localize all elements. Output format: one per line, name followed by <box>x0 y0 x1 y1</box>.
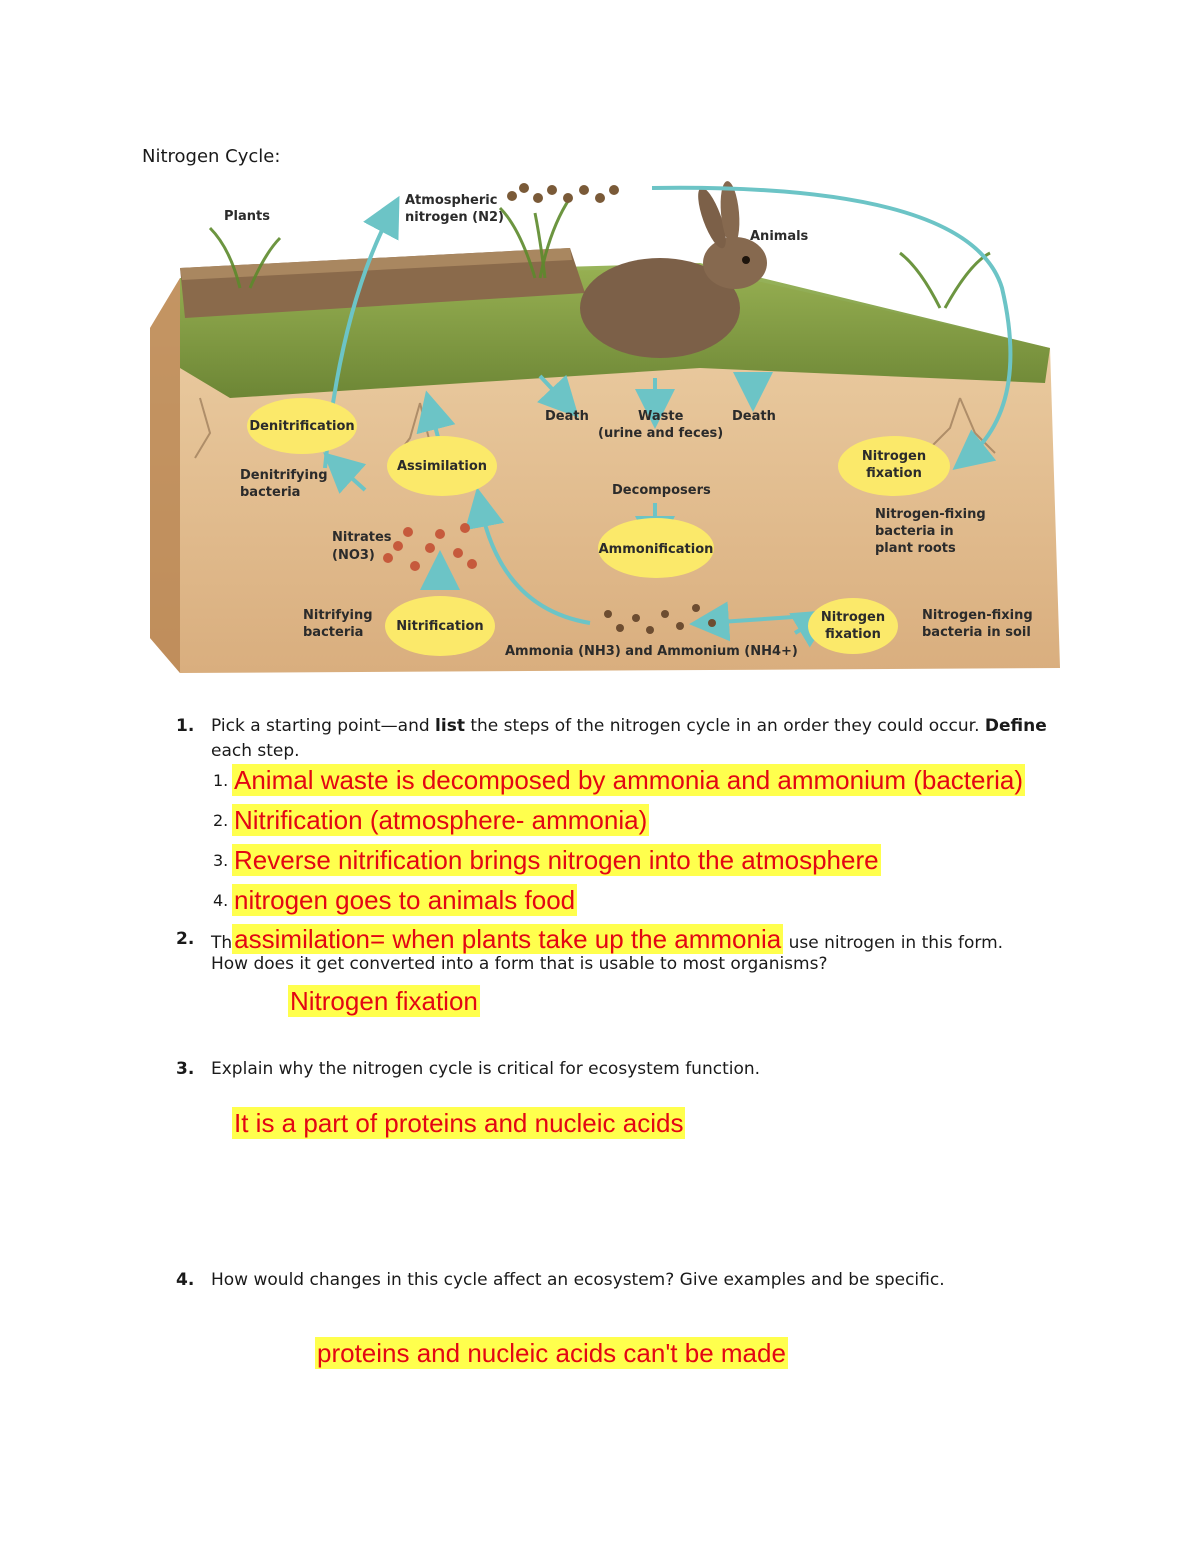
question-2-line2: How does it get converted into a form th… <box>211 954 828 974</box>
oval-label-assimilation: Assimilation <box>397 459 487 474</box>
answer-1-1-number: 1. <box>213 771 229 790</box>
label-nfb-soil-2: bacteria in soil <box>922 625 1031 640</box>
answer-2: Nitrogen fixation <box>288 985 480 1017</box>
answer-1-4: nitrogen goes to animals food <box>232 884 578 916</box>
question-1-number: 1. <box>176 716 195 736</box>
label-ammonia: Ammonia (NH3) and Ammonium (NH4+) <box>505 644 798 659</box>
label-waste-2: (urine and feces) <box>598 426 723 441</box>
answer-2-inline: assimilation= when plants take up the am… <box>232 924 784 954</box>
question-2-number: 2. <box>176 929 195 949</box>
nitrate-molecules <box>383 523 477 571</box>
answer-1-2-number: 2. <box>213 811 229 830</box>
answer-1-3-number: 3. <box>213 851 229 870</box>
label-waste-1: Waste <box>638 409 684 424</box>
question-4-text: How would changes in this cycle affect a… <box>211 1270 945 1290</box>
ammonia-particles <box>604 604 716 634</box>
answer-3: It is a part of proteins and nucleic aci… <box>232 1107 686 1139</box>
oval-label-nitrification: Nitrification <box>396 619 483 634</box>
label-atmospheric-2: nitrogen (N2) <box>405 210 504 225</box>
rabbit-illustration <box>580 181 767 358</box>
label-death-right: Death <box>732 409 776 424</box>
oval-label-fixation-bottom-2: fixation <box>825 627 881 642</box>
oval-label-fixation-top-2: fixation <box>866 466 922 481</box>
answer-1-4-number: 4. <box>213 891 229 910</box>
question-3-number: 3. <box>176 1059 195 1079</box>
label-nfb-soil-1: Nitrogen-fixing <box>922 608 1033 623</box>
label-nitrifying-2: bacteria <box>303 625 363 640</box>
label-denitrifying-2: bacteria <box>240 485 300 500</box>
page-title: Nitrogen Cycle: <box>142 146 281 167</box>
label-nitrates-1: Nitrates <box>332 530 392 545</box>
oval-label-denitrification: Denitrification <box>249 419 354 434</box>
oval-label-fixation-bottom-1: Nitrogen <box>821 610 885 625</box>
oval-nitrification <box>385 596 495 656</box>
label-nfb-roots-1: Nitrogen-fixing <box>875 507 986 522</box>
label-atmospheric-1: Atmospheric <box>405 193 497 208</box>
label-nitrifying-1: Nitrifying <box>303 608 373 623</box>
question-4-number: 4. <box>176 1270 195 1290</box>
answer-1-2: Nitrification (atmosphere- ammonia) <box>232 804 650 836</box>
question-1-text: Pick a starting point—and list the steps… <box>211 716 1047 761</box>
oval-fixation-top <box>838 436 950 496</box>
oval-denitrification <box>247 398 357 454</box>
atmospheric-molecules <box>507 183 619 203</box>
oval-label-fixation-top-1: Nitrogen <box>862 449 926 464</box>
label-death-left: Death <box>545 409 589 424</box>
answer-1-3: Reverse nitrification brings nitrogen in… <box>232 844 881 876</box>
label-animals: Animals <box>750 229 809 244</box>
oval-label-ammonification: Ammonification <box>599 542 714 557</box>
label-nitrates-2: (NO3) <box>332 548 375 563</box>
question-3-text: Explain why the nitrogen cycle is critic… <box>211 1059 761 1079</box>
label-denitrifying-1: Denitrifying <box>240 468 328 483</box>
label-nfb-roots-2: bacteria in <box>875 524 954 539</box>
oval-assimilation <box>387 436 497 496</box>
oval-fixation-bottom <box>808 598 898 654</box>
soil-side <box>150 278 180 673</box>
nitrogen-cycle-diagram: Denitrification Assimilation Nitrificati… <box>150 181 1060 673</box>
label-nfb-roots-3: plant roots <box>875 541 956 556</box>
oval-ammonification <box>598 518 714 578</box>
answer-1-1: Animal waste is decomposed by ammonia an… <box>232 764 1026 796</box>
label-plants: Plants <box>224 209 270 224</box>
answer-4: proteins and nucleic acids can't be made <box>315 1337 788 1369</box>
label-decomposers: Decomposers <box>612 483 711 498</box>
question-2-line1: Thassimilation= when plants take up the … <box>211 924 1004 954</box>
